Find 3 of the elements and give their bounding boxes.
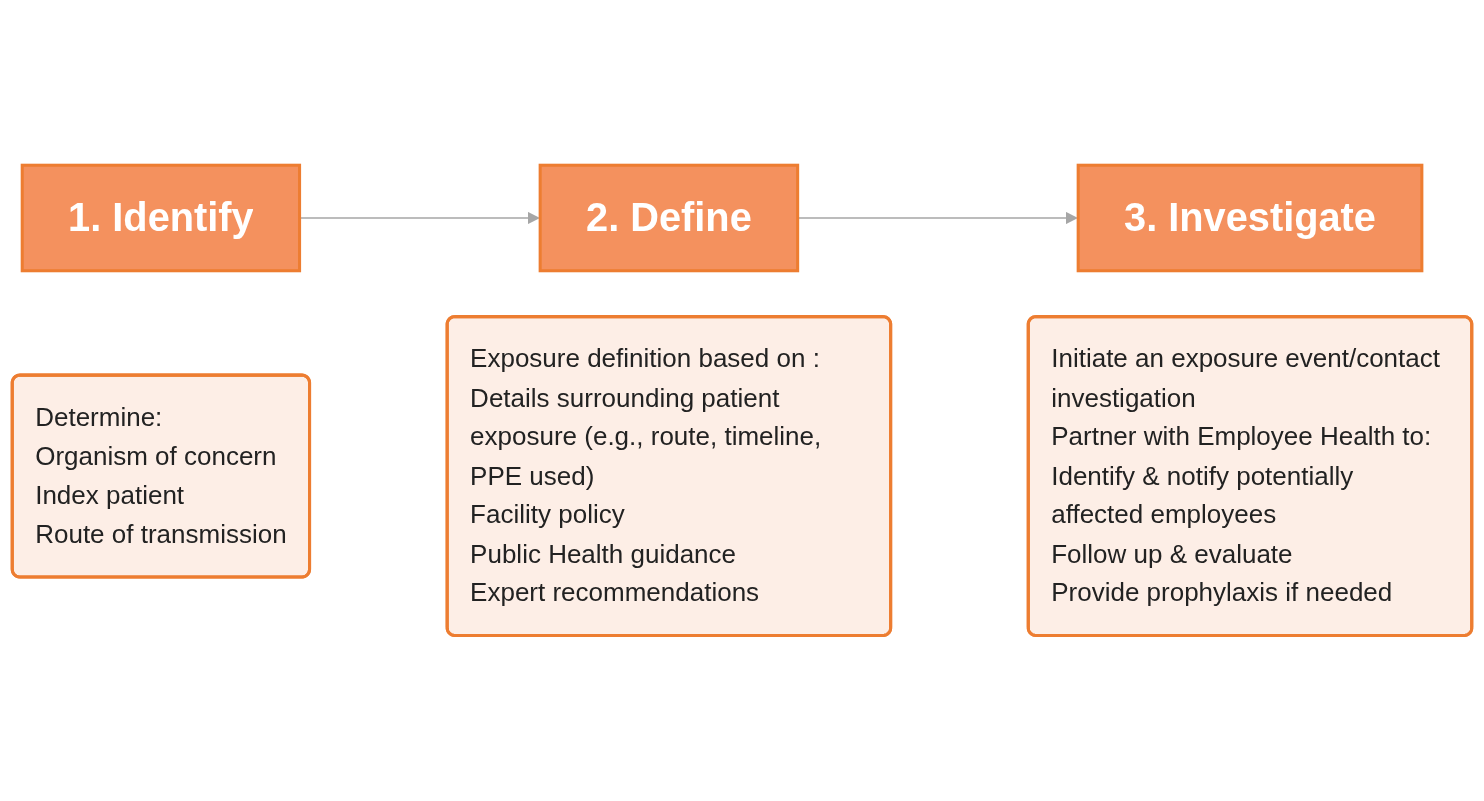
node-box: 1. Identify — [20, 163, 302, 273]
node-box: 2. Define — [538, 163, 800, 273]
node-box: 3. Investigate — [1076, 163, 1424, 273]
